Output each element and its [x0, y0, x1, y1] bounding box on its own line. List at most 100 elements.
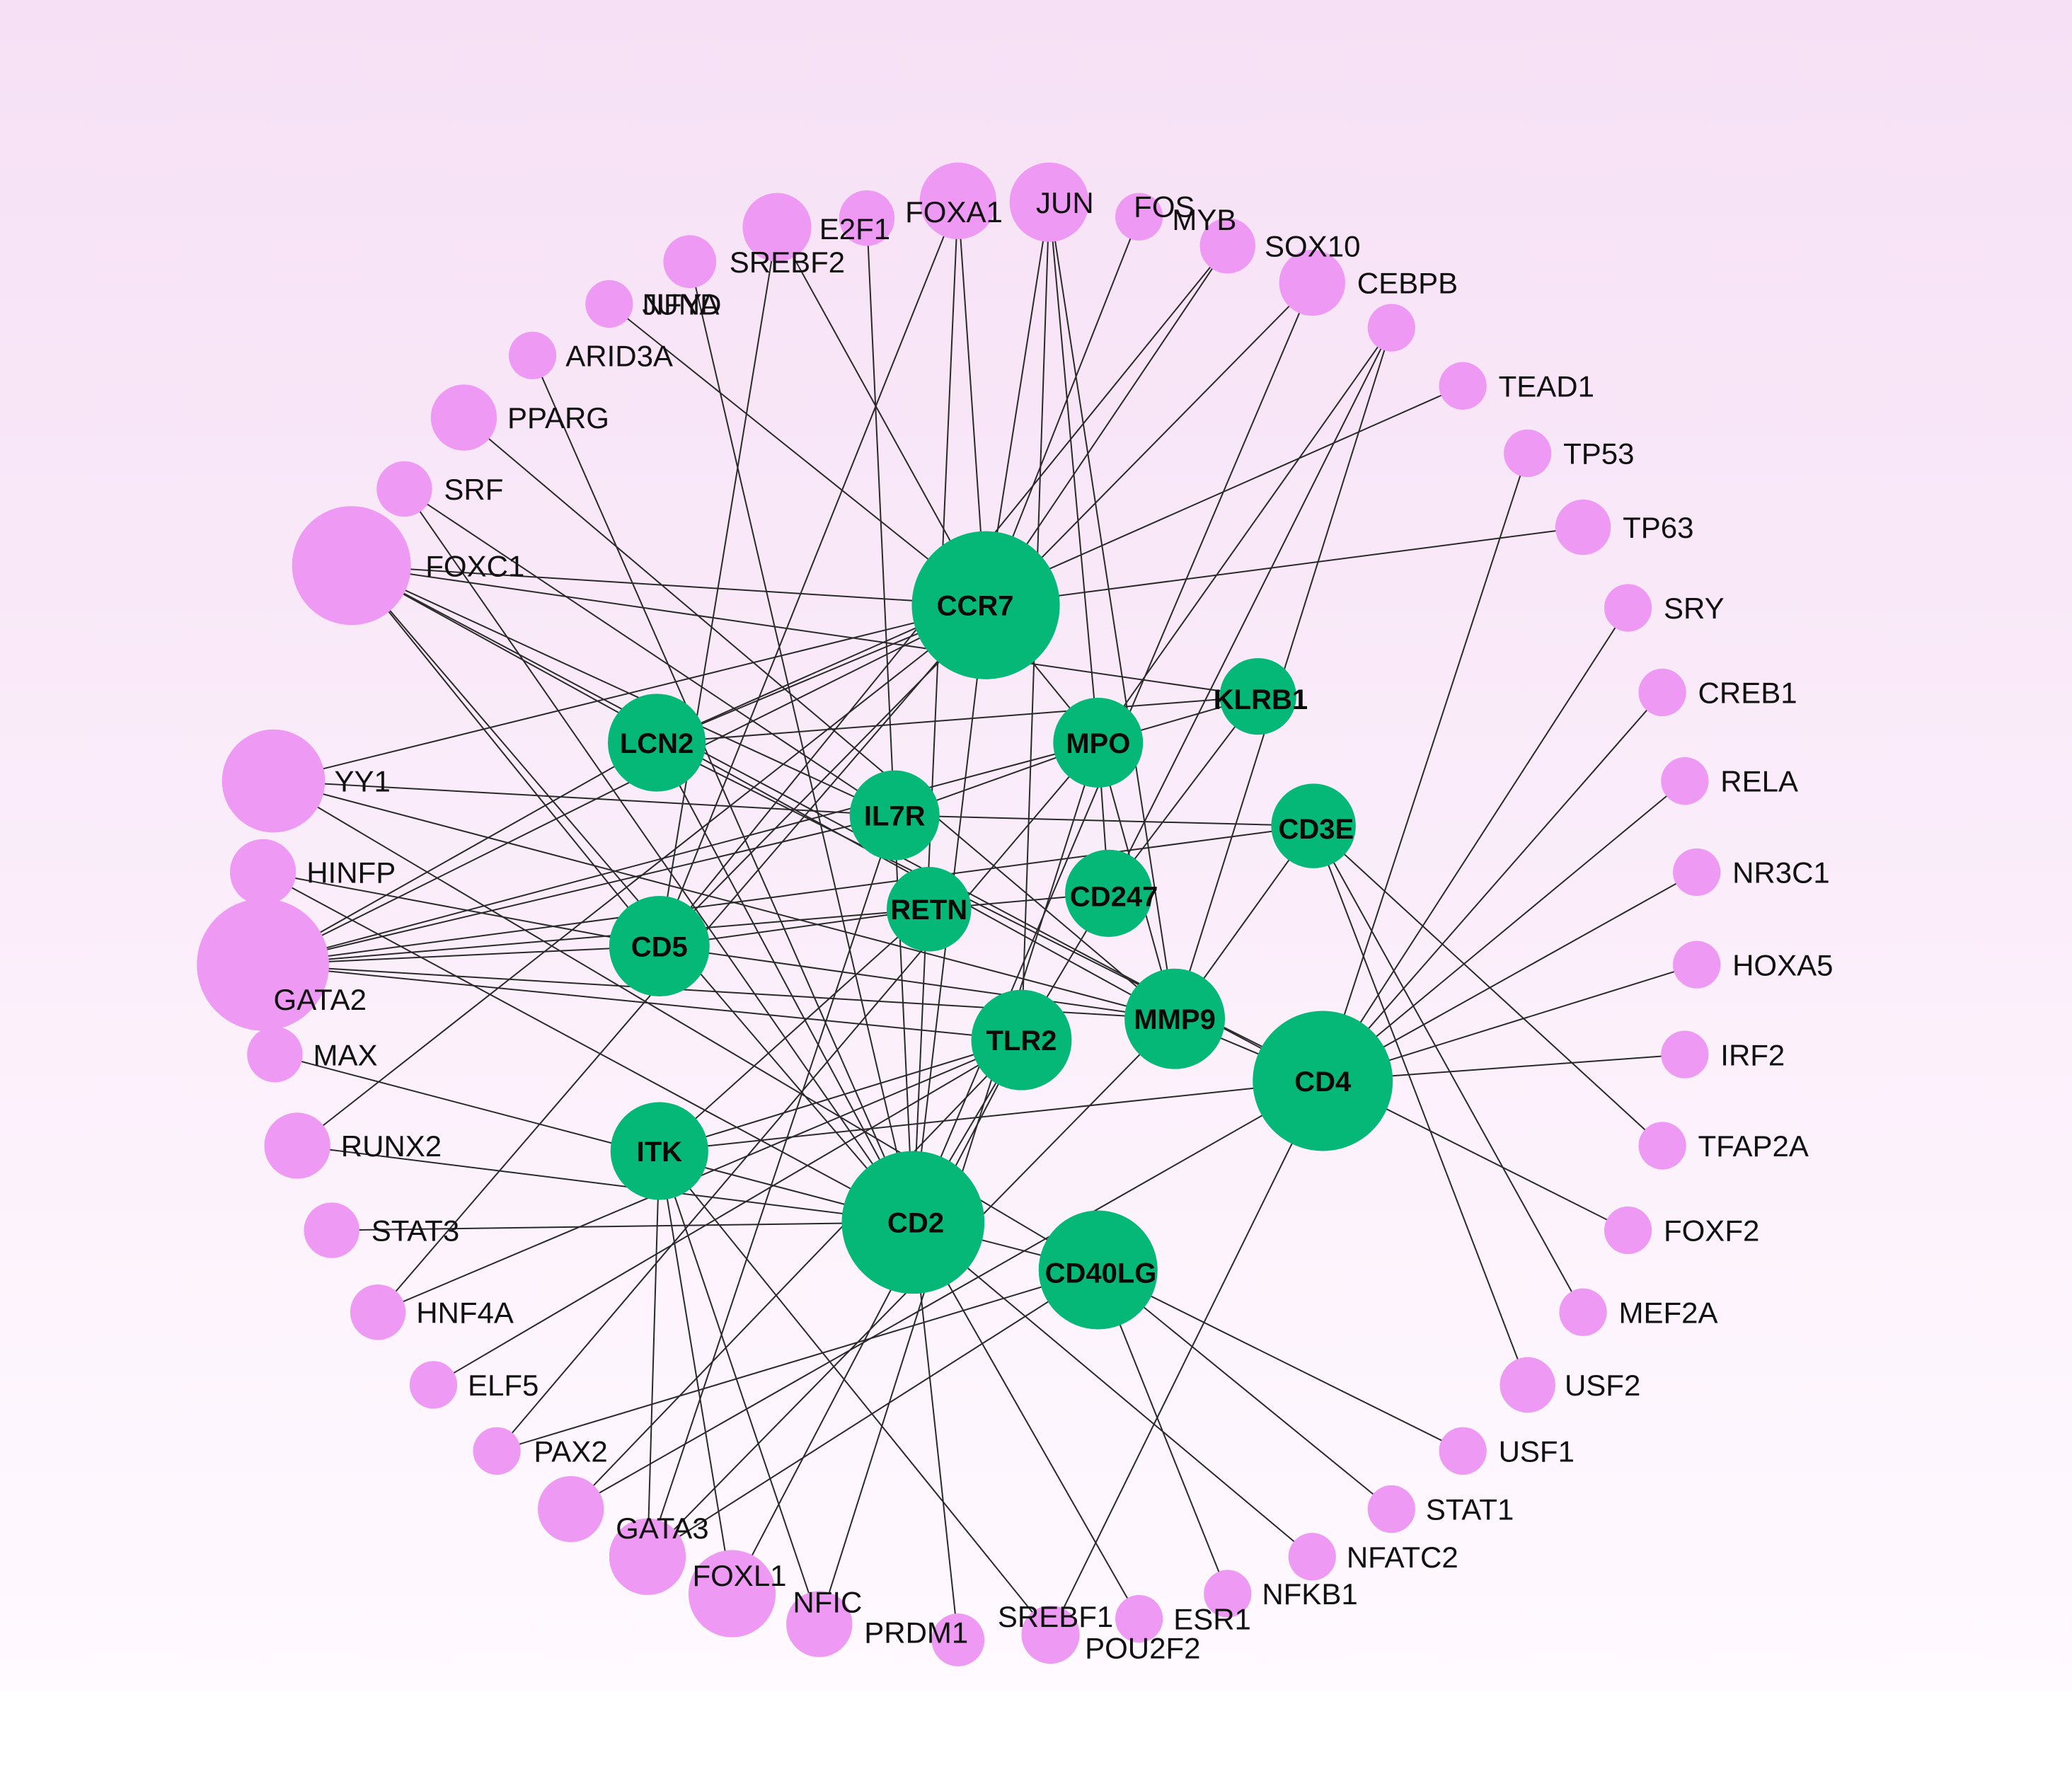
edge-yy1-il7r: [273, 780, 895, 817]
tf-node-usf1[interactable]: [1439, 1427, 1487, 1475]
edge-hinfp-cd5: [263, 871, 660, 948]
edge-foxc1-cd5: [350, 565, 660, 947]
tf-node-pou2f2[interactable]: [931, 1613, 985, 1667]
edge-foxl1-cd40lg: [647, 1269, 1099, 1558]
tf-label-hoxa5: HOXA5: [1732, 948, 1833, 982]
edge-foxl1-il7r: [647, 815, 896, 1558]
tf-node-nfatc2[interactable]: [1288, 1533, 1336, 1581]
tf-node-irf2[interactable]: [1661, 1030, 1709, 1078]
edge-itk-cd4: [659, 1080, 1323, 1152]
tf-node-tp53[interactable]: [1504, 429, 1552, 478]
tf-node-srebf2[interactable]: [742, 192, 812, 262]
edge-stat3-cd2: [331, 1221, 914, 1231]
tf-node-srf[interactable]: [376, 461, 432, 517]
tf-node-srebf1[interactable]: [1021, 1605, 1080, 1664]
tf-node-tead1[interactable]: [1439, 362, 1487, 410]
edge-stat1-cd40lg: [1098, 1269, 1392, 1510]
gene-node-il7r[interactable]: [849, 770, 940, 861]
tf-node-fos[interactable]: [1115, 192, 1163, 241]
gene-node-cd4[interactable]: [1253, 1011, 1393, 1151]
tf-node-tp63[interactable]: [1555, 499, 1611, 556]
tf-node-nfic[interactable]: [688, 1550, 776, 1638]
edge-elf5-tlr2: [432, 1039, 1022, 1386]
gene-node-mpo[interactable]: [1053, 697, 1144, 788]
gene-node-cd5[interactable]: [609, 896, 710, 996]
tf-node-foxa1[interactable]: [919, 162, 996, 239]
gene-node-cd2[interactable]: [841, 1151, 985, 1294]
tf-node-e2f1[interactable]: [839, 190, 895, 246]
edge-sry-cd4: [1322, 607, 1629, 1082]
edge-creb1-cd4: [1322, 691, 1663, 1082]
gene-node-klrb1[interactable]: [1219, 657, 1296, 735]
tf-node-pparg[interactable]: [430, 384, 497, 451]
tf-label-esr1: ESR1: [1173, 1603, 1251, 1636]
tf-label-pax2: PAX2: [534, 1434, 607, 1468]
tf-node-elf5[interactable]: [409, 1361, 458, 1409]
gene-node-retn[interactable]: [886, 866, 972, 952]
tf-node-stat1[interactable]: [1367, 1485, 1415, 1534]
tf-node-creb1[interactable]: [1638, 668, 1686, 717]
gene-node-cd3e[interactable]: [1271, 783, 1356, 868]
tf-label-max: MAX: [313, 1038, 378, 1071]
tf-node-nr3c1[interactable]: [1673, 848, 1721, 897]
edge-cebpb-mpo: [1097, 327, 1393, 744]
tf-node-myb[interactable]: [1199, 218, 1255, 274]
tf-node-foxf2[interactable]: [1604, 1206, 1652, 1255]
tf-label-gata2: GATA2: [274, 983, 367, 1016]
gene-node-cd40lg[interactable]: [1038, 1210, 1158, 1330]
tf-node-jun[interactable]: [1009, 162, 1089, 242]
tf-node-tfap2a[interactable]: [1638, 1122, 1686, 1170]
edge-pax2-mpo: [496, 742, 1099, 1451]
edge-foxc1-il7r: [351, 565, 895, 817]
gene-node-tlr2[interactable]: [971, 989, 1072, 1091]
tf-node-hnf4a[interactable]: [350, 1284, 406, 1340]
tf-node-foxl1[interactable]: [609, 1518, 686, 1595]
gene-node-cd247[interactable]: [1065, 849, 1153, 937]
tf-node-jund[interactable]: [585, 280, 633, 328]
tf-node-usf2[interactable]: [1500, 1357, 1555, 1413]
tf-node-nfkb1[interactable]: [1204, 1570, 1252, 1618]
edge-prdm1-itk: [658, 1151, 820, 1625]
tf-label-nfkb1: NFKB1: [1262, 1577, 1357, 1611]
tf-node-nfya[interactable]: [663, 235, 717, 289]
edge-foxc1-cd2: [350, 565, 914, 1223]
tf-node-sry[interactable]: [1604, 584, 1652, 632]
tf-node-gata3[interactable]: [538, 1475, 604, 1543]
tf-label-arid3a: ARID3A: [565, 339, 673, 372]
tf-label-foxf2: FOXF2: [1664, 1214, 1759, 1248]
tf-label-hnf4a: HNF4A: [416, 1296, 514, 1329]
tf-node-sox10[interactable]: [1279, 249, 1345, 316]
gene-node-mmp9[interactable]: [1124, 968, 1226, 1069]
tf-node-mef2a[interactable]: [1559, 1288, 1607, 1336]
tf-node-runx2[interactable]: [264, 1112, 330, 1179]
tf-node-prdm1[interactable]: [786, 1591, 853, 1657]
gene-label-cd5: CD5: [631, 931, 688, 962]
tf-label-creb1: CREB1: [1698, 677, 1797, 710]
tf-node-rela[interactable]: [1661, 756, 1709, 805]
gene-label-itk: ITK: [637, 1137, 683, 1168]
tf-node-yy1[interactable]: [221, 729, 326, 833]
gene-label-cd4: CD4: [1294, 1066, 1352, 1098]
tf-node-hoxa5[interactable]: [1673, 940, 1721, 989]
gene-node-itk[interactable]: [610, 1102, 708, 1200]
tf-node-pax2[interactable]: [473, 1427, 521, 1475]
tf-label-stat1: STAT1: [1426, 1493, 1514, 1526]
tf-node-esr1[interactable]: [1115, 1594, 1163, 1643]
tf-node-stat3[interactable]: [304, 1202, 359, 1258]
edge-rela-cd4: [1322, 780, 1686, 1082]
tf-node-hinfp[interactable]: [229, 839, 297, 906]
tf-node-arid3a[interactable]: [508, 331, 557, 379]
edge-srf-cd2: [403, 488, 914, 1223]
tf-node-max[interactable]: [247, 1026, 303, 1083]
tf-node-gata2[interactable]: [197, 898, 329, 1031]
gene-node-lcn2[interactable]: [607, 694, 706, 792]
gene-node-ccr7[interactable]: [911, 531, 1060, 679]
tf-label-jund: JUND: [643, 288, 722, 321]
tf-node-foxc1[interactable]: [292, 506, 411, 626]
edge-srebf1-cd4: [1049, 1081, 1324, 1635]
tf-label-foxc1: FOXC1: [425, 549, 524, 582]
tf-label-nr3c1: NR3C1: [1732, 856, 1830, 890]
tf-label-elf5: ELF5: [468, 1369, 539, 1402]
edge-e2f1-cd2: [865, 218, 914, 1223]
tf-node-cebpb[interactable]: [1367, 304, 1415, 352]
